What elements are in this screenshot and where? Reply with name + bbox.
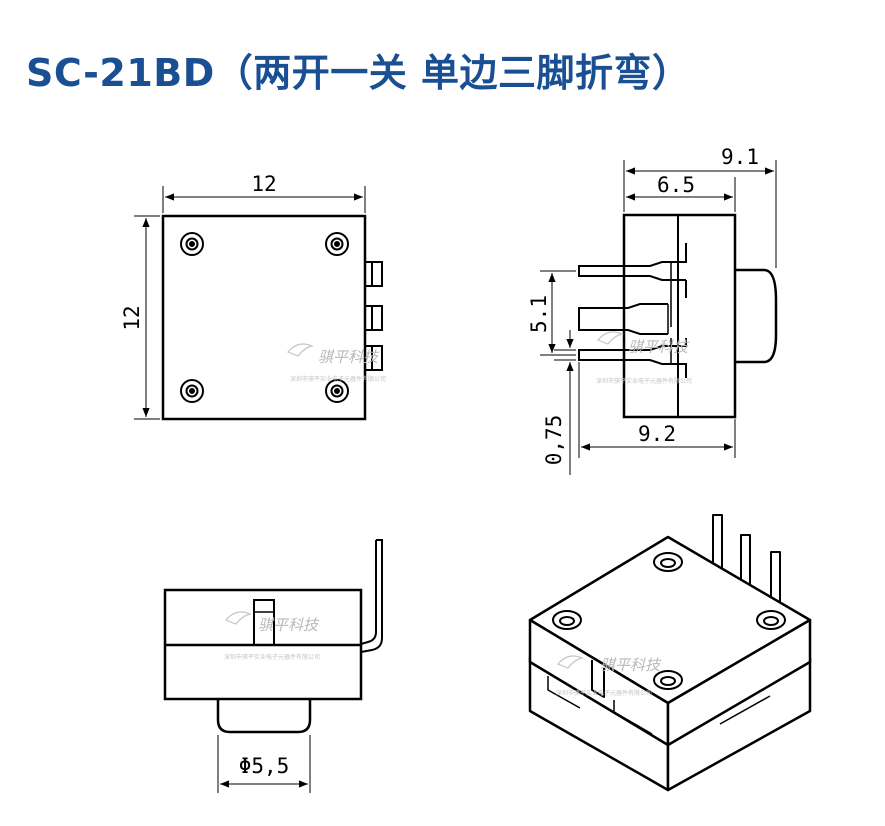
svg-text:骐平科技: 骐平科技 (600, 656, 662, 674)
dim-side-thickness: 0,75 (542, 415, 566, 466)
svg-text:骐平科技: 骐平科技 (628, 338, 690, 356)
dim-side-body: 9.2 (638, 422, 676, 446)
mounting-hole (325, 232, 349, 256)
dim-side-pitch: 5.1 (527, 295, 551, 333)
top-view (134, 186, 383, 421)
dim-side-total: 9.1 (721, 145, 759, 169)
svg-text:深圳市骐平实业电子元器件有限公司: 深圳市骐平实业电子元器件有限公司 (556, 689, 652, 697)
pin (364, 345, 383, 371)
svg-text:骐平科技: 骐平科技 (318, 348, 380, 366)
mounting-hole (325, 379, 349, 403)
isometric-view (528, 514, 812, 792)
page-title: SC-21BD（两开一关 单边三脚折弯） (26, 51, 691, 95)
svg-text:骐平科技: 骐平科技 (258, 616, 320, 634)
side-view (540, 160, 778, 475)
front-view (163, 539, 383, 793)
dim-knob-diameter: Φ5,5 (239, 754, 290, 778)
mounting-hole (180, 379, 204, 403)
dim-top-height: 12 (120, 305, 144, 330)
mounting-hole (180, 232, 204, 256)
mounting-hole (552, 610, 582, 630)
mounting-hole (756, 610, 786, 630)
svg-text:深圳市骐平实业电子元器件有限公司: 深圳市骐平实业电子元器件有限公司 (290, 375, 386, 383)
watermark: 骐平科技 深圳市骐平实业电子元器件有限公司 (224, 611, 320, 661)
dim-top-width: 12 (251, 172, 276, 196)
mounting-hole (653, 552, 683, 572)
svg-text:深圳市骐平实业电子元器件有限公司: 深圳市骐平实业电子元器件有限公司 (224, 653, 320, 661)
mounting-hole (653, 670, 683, 690)
pin (364, 261, 383, 287)
watermark: 骐平科技 深圳市骐平实业电子元器件有限公司 (556, 655, 662, 697)
watermark: 骐平科技 深圳市骐平实业电子元器件有限公司 (596, 331, 692, 385)
svg-text:深圳市骐平实业电子元器件有限公司: 深圳市骐平实业电子元器件有限公司 (596, 377, 692, 385)
pin (364, 305, 383, 331)
dim-side-partial: 6.5 (657, 173, 695, 197)
watermark: 骐平科技 深圳市骐平实业电子元器件有限公司 (287, 343, 386, 383)
